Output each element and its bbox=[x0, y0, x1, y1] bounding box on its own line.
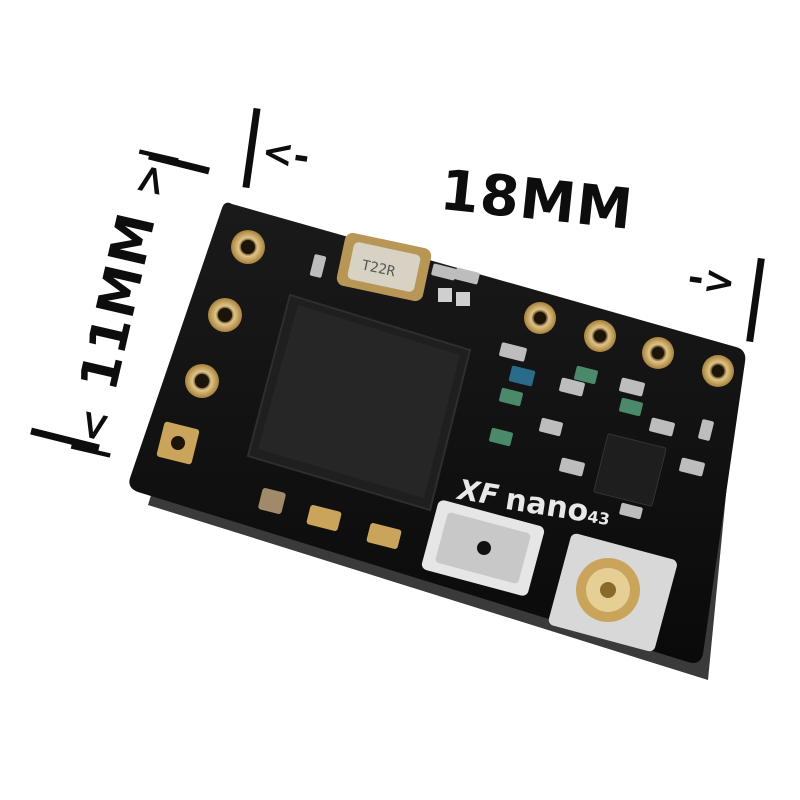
ufl-antenna-connector bbox=[548, 533, 677, 652]
right-pin-pads bbox=[524, 302, 734, 387]
length-right-arrow: -> bbox=[685, 254, 739, 306]
smd-components bbox=[258, 254, 714, 549]
model-number: 43 bbox=[586, 506, 612, 530]
bind-button bbox=[421, 500, 545, 596]
length-left-arrow: <- bbox=[259, 128, 313, 180]
crystal-oscillator: T22R bbox=[336, 232, 432, 302]
crystal-marking: T22R bbox=[360, 258, 397, 281]
main-chip bbox=[246, 293, 472, 512]
brand-silkscreen: XF bbox=[455, 473, 502, 512]
left-pin-pads bbox=[156, 230, 265, 465]
